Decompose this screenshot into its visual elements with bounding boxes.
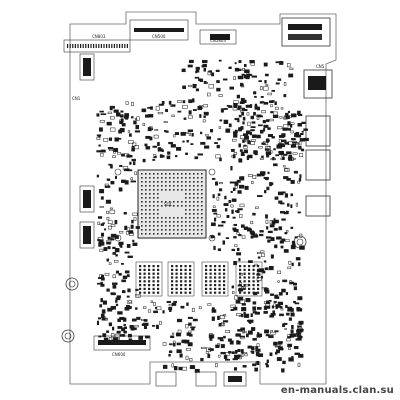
top-connector-left: CN803: [63, 34, 131, 53]
right-connector-mid: CN5: [303, 64, 333, 99]
top-connector-center: CN500: [129, 19, 189, 41]
connector-label-cn1: CN1: [72, 96, 81, 101]
connector-label-cn500: CN500: [152, 34, 166, 39]
connector-label-cn600: CN600: [112, 352, 126, 357]
watermark: en-manuals.clan.su: [280, 385, 394, 396]
top-connector-right: CN5803: [199, 29, 237, 45]
left-connector: CN1: [72, 53, 95, 249]
soc-bga-package: SOC: [137, 169, 207, 239]
right-connector-3: [305, 149, 331, 181]
right-connector-2: [305, 115, 331, 147]
right-connector-top: [281, 17, 331, 47]
bottom-ports: [155, 371, 247, 387]
right-connector-4: [305, 195, 331, 217]
memory-chips: [135, 261, 263, 297]
connector-label-cn803: CN803: [92, 34, 106, 39]
smd-components: [96, 59, 309, 373]
connector-label-cn5: CN5: [316, 64, 325, 69]
soc-label: SOC: [164, 202, 173, 207]
mounting-holes: [61, 168, 307, 343]
connector-label-cn5803: CN5803: [210, 38, 226, 43]
board-outline: [69, 11, 337, 385]
